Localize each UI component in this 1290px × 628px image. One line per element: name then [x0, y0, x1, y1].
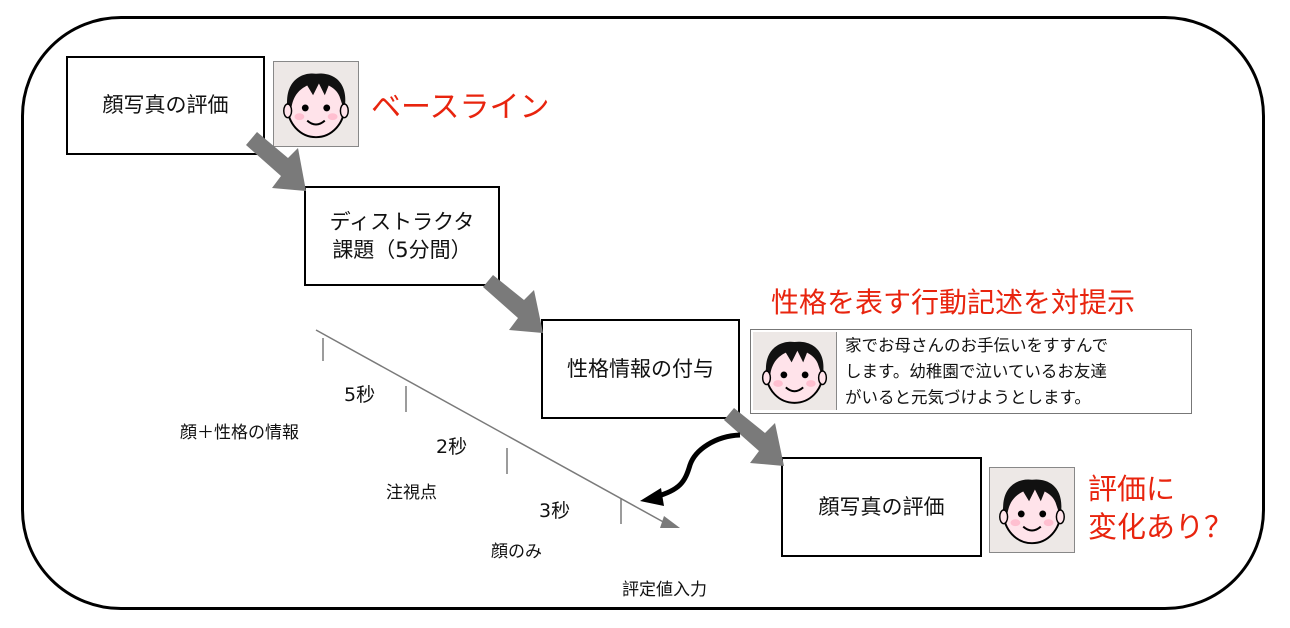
baseline-label: ベースライン — [371, 90, 550, 125]
step-box-distractor-task: ディストラクタ 課題（5分間） — [304, 186, 500, 286]
step-label: 性格情報の付与 — [567, 356, 714, 381]
face-image-post — [989, 467, 1075, 553]
phase-label-face-personality: 顔＋性格の情報 — [180, 423, 299, 443]
duration-label-2s: 2秒 — [436, 436, 468, 458]
step-label-line2: 課題（5分間） — [332, 238, 472, 262]
step-label: 顔写真の評価 — [102, 93, 229, 118]
behavior-description-text: 家でお母さんのお手伝いをすすんで します。幼稚園で泣いているお友達 がいると元気… — [845, 333, 1108, 411]
phase-label-face-only: 顔のみ — [491, 542, 542, 562]
step-box-post-rating: 顔写真の評価 — [781, 457, 982, 557]
change-question-line2: 変化あり？ — [1088, 510, 1234, 544]
step-box-personality-info: 性格情報の付与 — [541, 319, 740, 419]
description-line: 家でお母さんのお手伝いをすすんで — [845, 336, 1109, 355]
step-label-line1: ディストラクタ — [329, 209, 475, 234]
phase-label-rating-input: 評定値入力 — [622, 580, 707, 600]
outer-frame — [21, 16, 1265, 610]
child-face-icon — [761, 341, 828, 404]
change-question-label: 評価に 変化あり？ — [1088, 470, 1233, 546]
child-face-icon — [999, 479, 1065, 545]
face-image-with-description — [753, 332, 837, 410]
step-box-baseline-rating: 顔写真の評価 — [66, 56, 265, 155]
step-label: 顔写真の評価 — [818, 494, 945, 519]
duration-label-3s: 3秒 — [539, 500, 571, 522]
behavior-description-card: 家でお母さんのお手伝いをすすんで します。幼稚園で泣いているお友達 がいると元気… — [750, 329, 1192, 414]
phase-label-fixation: 注視点 — [386, 483, 437, 503]
face-image-baseline — [273, 61, 359, 147]
description-line: します。幼稚園で泣いているお友達 — [845, 362, 1107, 381]
change-question-line1: 評価に — [1088, 472, 1176, 506]
description-line: がいると元気づけようとします。 — [845, 388, 1091, 407]
duration-label-5s: 5秒 — [344, 384, 376, 406]
child-face-icon — [283, 73, 349, 139]
behavior-presentation-label: 性格を表す行動記述を対提示 — [771, 286, 1136, 319]
